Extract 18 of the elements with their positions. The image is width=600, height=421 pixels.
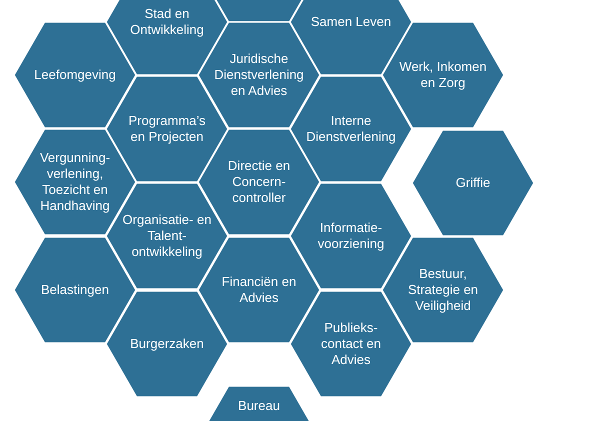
department-name: Samen Leven — [310, 14, 392, 30]
department-name: Griffie — [454, 175, 492, 191]
department-name: Informatie- voorziening — [316, 220, 386, 252]
department-name: Publieks- contact en Advies — [320, 320, 382, 368]
department-name: Financiën en Advies — [220, 274, 298, 306]
department-name: Interne Dienstverlening — [305, 113, 397, 145]
department-name: Directie en Concern- controller — [226, 158, 292, 206]
department-name: Belastingen — [40, 282, 110, 298]
department-name: Vergunning- verlening, Toezicht en Handhaving — [38, 150, 112, 214]
department-name: Leefomgeving — [33, 67, 117, 83]
department-name: Programma’s en Projecten — [127, 113, 207, 145]
department-name: Organisatie- en Talent- ontwikkeling — [122, 212, 212, 260]
department-name: Bureau — [237, 398, 281, 414]
department-name: Stad en Ontwikkeling — [129, 6, 205, 38]
department-name: Werk, Inkomen en Zorg — [398, 59, 488, 91]
department-name: Burgerzaken — [129, 336, 205, 352]
department-name: Bestuur, Strategie en Veiligheid — [406, 266, 480, 314]
department-name: Juridische Dienstverlening en Advies — [213, 51, 305, 99]
